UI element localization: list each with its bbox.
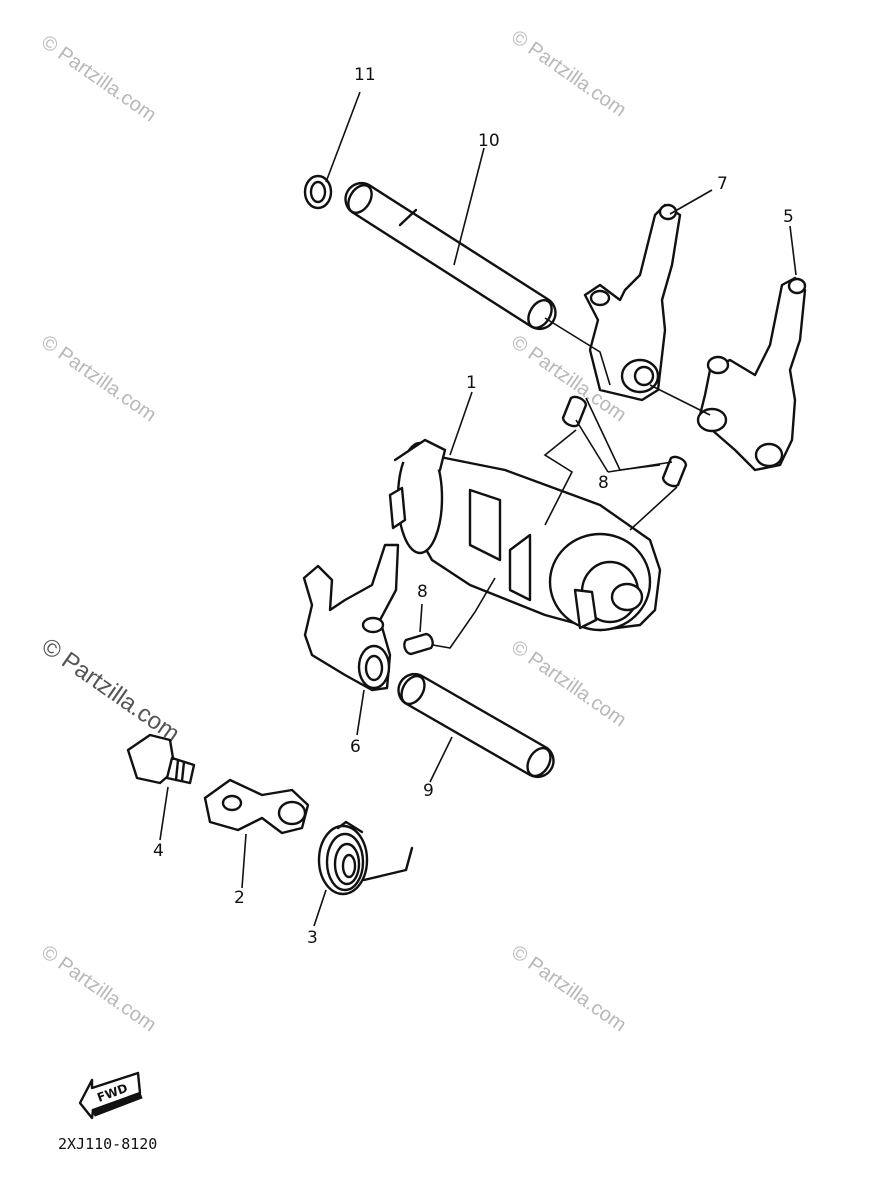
leader-pin-8b [629, 486, 678, 531]
leader-7 [669, 189, 713, 215]
part-8-pin-upper-1 [561, 395, 588, 428]
leader-axis-5 [649, 384, 711, 416]
part-3-torsion-spring [317, 820, 414, 896]
leader-axis-6 [432, 577, 496, 649]
part-4-bolt [126, 733, 196, 785]
callout-8-lower: 8 [417, 582, 428, 602]
callout-1: 1 [466, 373, 477, 393]
callout-11: 11 [354, 65, 376, 85]
leader-lines [159, 91, 797, 927]
leader-8-a [575, 419, 609, 473]
watermark-6: © Partzilla.com [507, 636, 630, 731]
part-7-shift-fork [583, 203, 682, 402]
part-5-shift-fork [696, 276, 807, 472]
part-9-guide-bar [397, 673, 555, 778]
callout-7: 7 [717, 174, 728, 194]
callout-10: 10 [478, 131, 500, 151]
callout-3: 3 [307, 928, 318, 948]
callout-2: 2 [234, 888, 245, 908]
part-8-pin-lower [403, 632, 434, 656]
leader-6 [356, 689, 365, 736]
callout-4: 4 [153, 841, 164, 861]
leader-pin-8a [543, 429, 577, 526]
part-2-stopper-lever [203, 778, 310, 835]
callout-8-upper: 8 [598, 473, 609, 493]
watermark-3: © Partzilla.com [37, 331, 160, 426]
leader-axis-10 [544, 317, 611, 386]
diagram-code: 2XJ110-8120 [58, 1135, 157, 1153]
leader-5 [789, 225, 797, 276]
leader-11 [325, 91, 361, 183]
fwd-arrow-icon: FWD [78, 1071, 143, 1120]
callout-9: 9 [423, 781, 434, 801]
callout-6: 6 [350, 737, 361, 757]
callout-labels: 11 10 7 5 1 8 8 6 9 4 2 3 [153, 65, 794, 948]
part-8-pin-upper-2 [661, 455, 688, 488]
leader-10 [453, 147, 485, 266]
watermark-1: © Partzilla.com [37, 31, 160, 126]
leader-8-b [607, 461, 673, 473]
leader-1 [449, 391, 473, 456]
watermark-8: © Partzilla.com [507, 941, 630, 1036]
leader-2 [241, 833, 247, 889]
leader-8-lower [419, 603, 423, 633]
watermark-7: © Partzilla.com [37, 941, 160, 1036]
watermark-2: © Partzilla.com [507, 26, 630, 121]
callout-5: 5 [783, 207, 794, 227]
watermark-5: © Partzilla.com [37, 633, 185, 748]
leader-3 [313, 889, 327, 927]
leader-4 [159, 786, 169, 841]
leader-9 [429, 736, 453, 783]
part-10-guide-bar [344, 182, 557, 330]
part-6-shift-fork [302, 543, 400, 692]
part-11-circlip [303, 174, 333, 210]
part-1-shift-drum [388, 438, 662, 632]
